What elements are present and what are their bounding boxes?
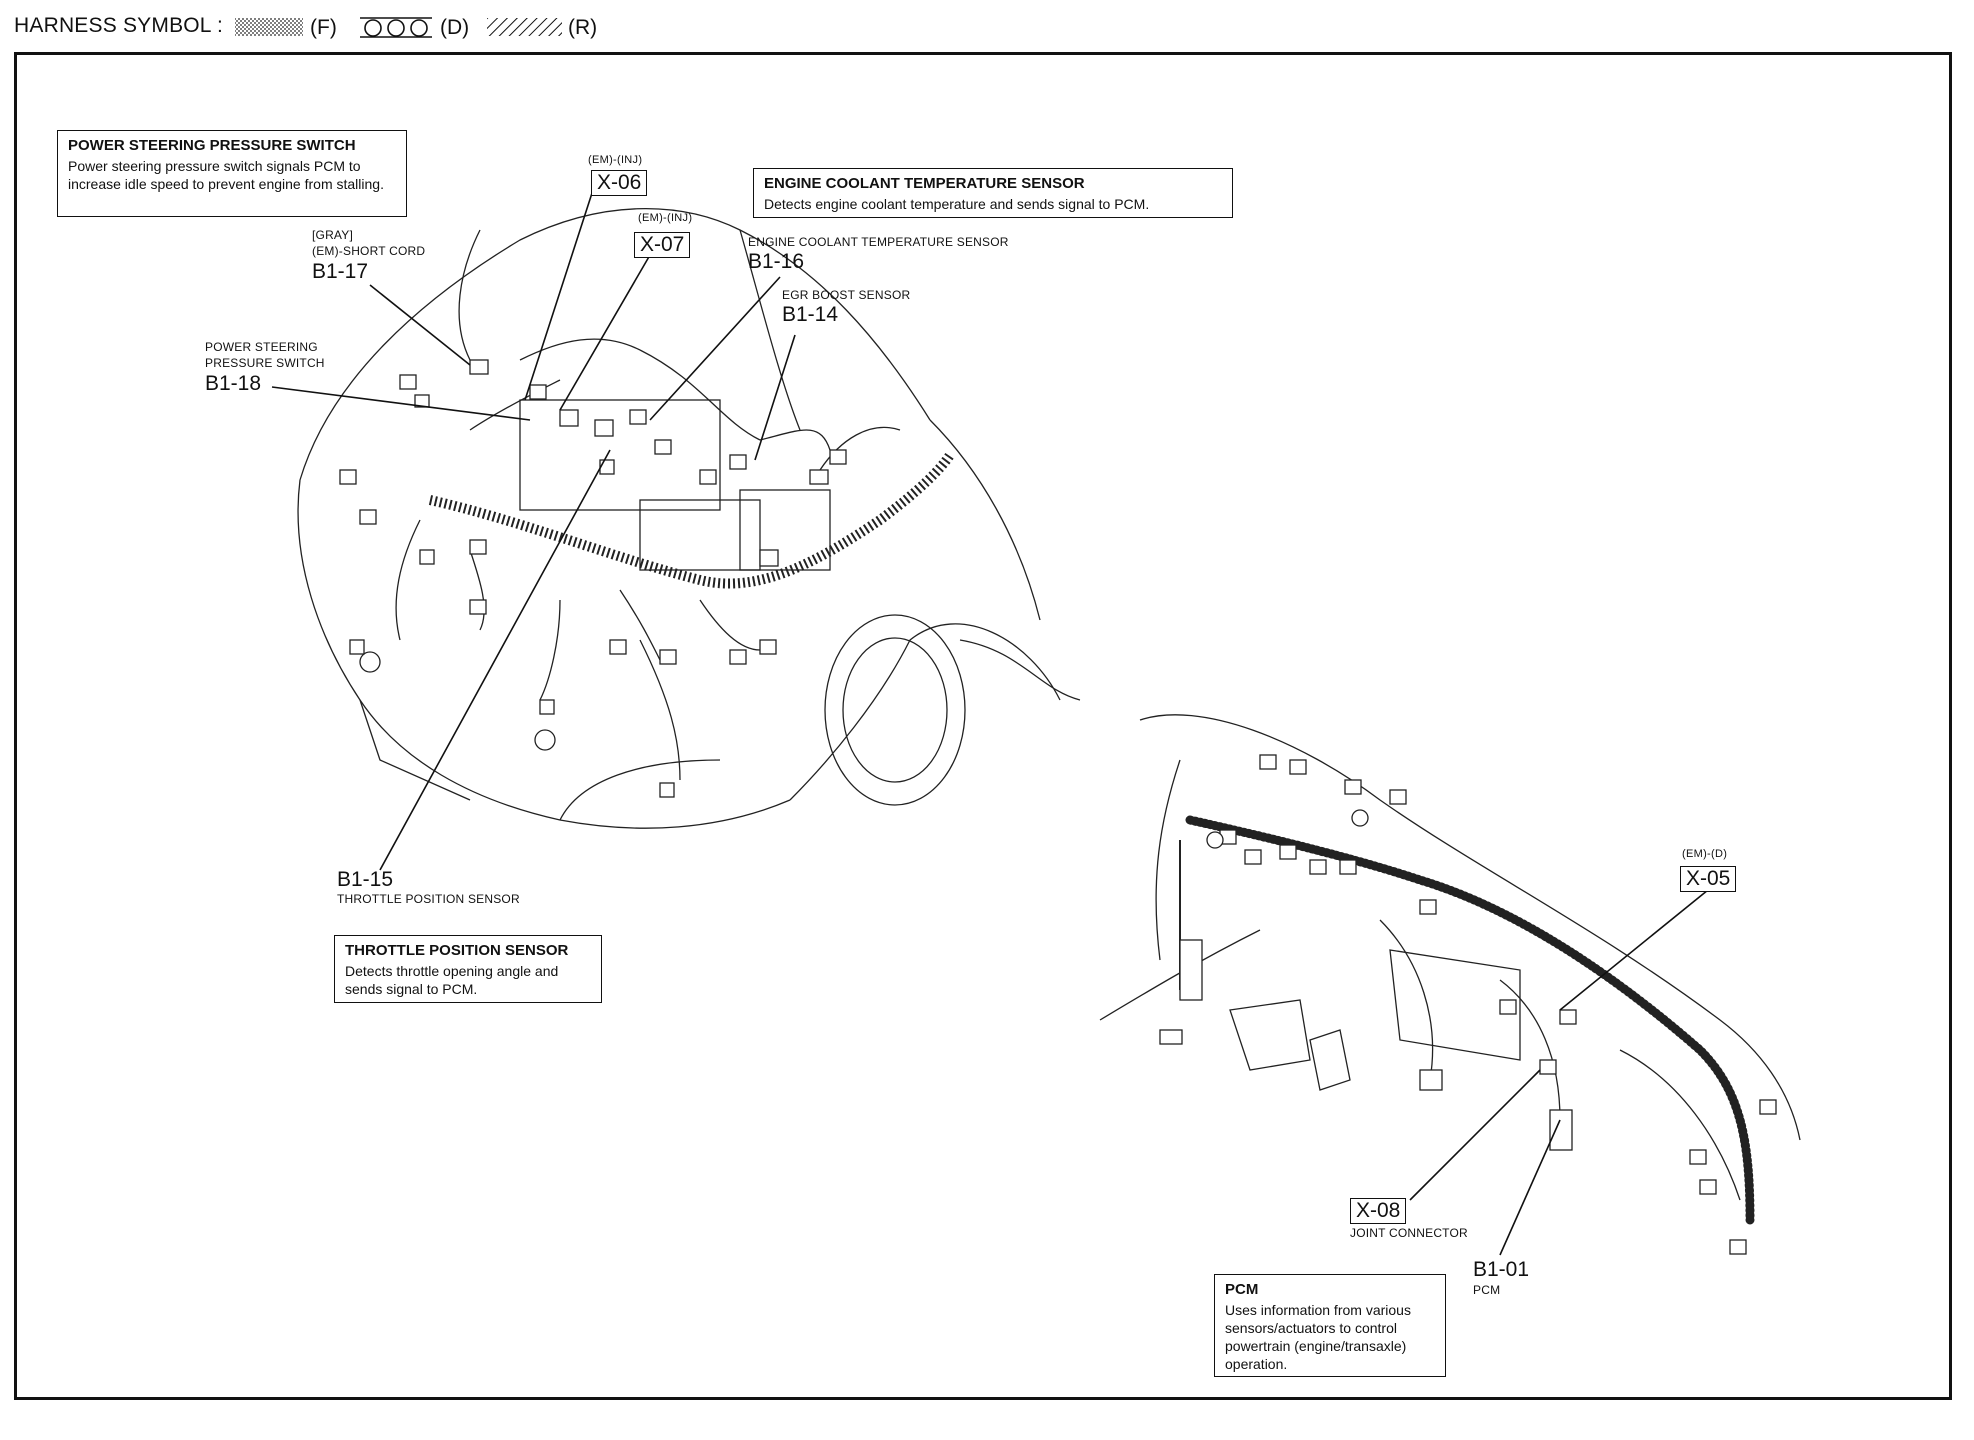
b1-14-label: EGR BOOST SENSOR bbox=[782, 288, 911, 302]
hood-line bbox=[299, 208, 931, 481]
x08-code: X-08 bbox=[1350, 1198, 1407, 1224]
harness-symbol-legend: HARNESS SYMBOL : bbox=[14, 14, 223, 38]
x07-tag: (EM)-(INJ) bbox=[638, 212, 693, 224]
b1-01-code: B1-01 bbox=[1473, 1258, 1530, 1281]
leader-b1-17 bbox=[369, 284, 471, 366]
x06-code: X-06 bbox=[591, 170, 648, 196]
leader-b1-16 bbox=[649, 276, 781, 421]
dash-harness-trunk bbox=[1185, 815, 1755, 1225]
dashboard-top bbox=[1139, 714, 1801, 1141]
b1-14-code: B1-14 bbox=[782, 303, 839, 326]
legend-dotted-swatch bbox=[235, 18, 303, 36]
legend-code-f: (F) bbox=[310, 16, 337, 39]
connector-block bbox=[399, 374, 417, 390]
x08-label: JOINT CONNECTOR bbox=[1350, 1226, 1468, 1240]
b1-18-code: B1-18 bbox=[205, 372, 262, 395]
b1-17-label1: [GRAY] bbox=[312, 228, 353, 242]
leader-b1-15 bbox=[379, 449, 611, 871]
pedal bbox=[1229, 999, 1311, 1071]
leader-x07 bbox=[559, 254, 651, 411]
harness-symbol-label: HARNESS SYMBOL : bbox=[14, 14, 223, 37]
b1-18-label1: POWER STEERING bbox=[205, 340, 318, 354]
engine-block bbox=[519, 399, 721, 511]
legend-hatched-swatch bbox=[487, 18, 562, 36]
engine-harness-trunk bbox=[428, 452, 955, 589]
b1-17-label2: (EM)-SHORT CORD bbox=[312, 244, 426, 258]
leader-x05 bbox=[1559, 889, 1709, 1011]
fender-line bbox=[789, 623, 1061, 801]
wheel-arch bbox=[824, 614, 966, 806]
x06-tag: (EM)-(INJ) bbox=[588, 154, 643, 166]
tp-sensor-body: Detects throttle opening angle and sends… bbox=[345, 963, 559, 997]
ect-sensor-title: ENGINE COOLANT TEMPERATURE SENSOR bbox=[764, 175, 1085, 192]
b1-15-code: B1-15 bbox=[337, 868, 394, 891]
ect-sensor-body: Detects engine coolant temperature and s… bbox=[764, 196, 1150, 212]
diagram-frame bbox=[14, 52, 1952, 1400]
leader-b1-14 bbox=[754, 334, 796, 461]
x07-code: X-07 bbox=[634, 232, 691, 258]
ps-switch-desc-box: POWER STEERING PRESSURE SWITCH Power ste… bbox=[57, 130, 407, 217]
b1-17-code: B1-17 bbox=[312, 260, 369, 283]
legend-code-d: (D) bbox=[440, 16, 470, 39]
pcm-body: Uses information from various sensors/ac… bbox=[1225, 1302, 1411, 1372]
ps-switch-title: POWER STEERING PRESSURE SWITCH bbox=[68, 137, 356, 154]
leader-x08 bbox=[1409, 1069, 1541, 1201]
b1-16-code: B1-16 bbox=[748, 250, 805, 273]
bumper-line bbox=[297, 479, 791, 829]
leader-b1-01 bbox=[1499, 1119, 1561, 1256]
legend-circles-swatch bbox=[360, 17, 432, 38]
b1-15-label: THROTTLE POSITION SENSOR bbox=[337, 892, 520, 906]
tp-sensor-desc-box: THROTTLE POSITION SENSOR Detects throttl… bbox=[334, 935, 602, 1003]
x05-code: X-05 bbox=[1680, 866, 1737, 892]
ect-sensor-desc-box: ENGINE COOLANT TEMPERATURE SENSOR Detect… bbox=[753, 168, 1233, 218]
ps-switch-body: Power steering pressure switch signals P… bbox=[68, 158, 384, 192]
tp-sensor-title: THROTTLE POSITION SENSOR bbox=[345, 942, 569, 959]
console-panel bbox=[1389, 949, 1521, 1061]
b1-18-label2: PRESSURE SWITCH bbox=[205, 356, 325, 370]
x05-tag: (EM)-(D) bbox=[1682, 848, 1728, 860]
b1-01-label: PCM bbox=[1473, 1283, 1501, 1297]
pcm-title: PCM bbox=[1225, 1281, 1259, 1298]
pcm-desc-box: PCM Uses information from various sensor… bbox=[1214, 1274, 1446, 1377]
b1-16-label: ENGINE COOLANT TEMPERATURE SENSOR bbox=[748, 235, 1009, 249]
leader-b1-18 bbox=[271, 386, 531, 421]
legend-code-r: (R) bbox=[568, 16, 598, 39]
leader-x06 bbox=[524, 189, 594, 401]
